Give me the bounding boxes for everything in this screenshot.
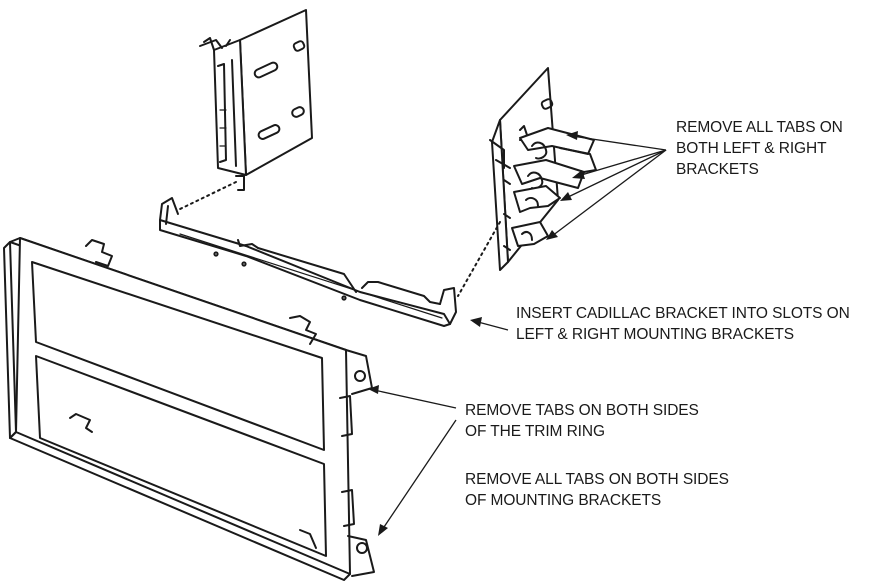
callout-remove-tabs-trim-ring: REMOVE TABS ON BOTH SIDES OF THE TRIM RI… [465,400,699,442]
callout-line: OF MOUNTING BRACKETS [465,492,662,509]
right-mounting-bracket [489,67,597,271]
pointer-arrows [368,131,667,536]
alignment-guides [177,181,501,297]
callout-line: OF THE TRIM RING [465,423,605,440]
callout-line: INSERT CADILLAC BRACKET INTO SLOTS ON [516,305,850,322]
left-mounting-bracket [199,9,313,191]
callout-line: LEFT & RIGHT MOUNTING BRACKETS [516,326,795,343]
callout-line: REMOVE TABS ON BOTH SIDES [465,402,699,419]
cadillac-bracket [159,197,457,327]
trim-ring [3,237,375,581]
callout-remove-all-tabs-mounting: REMOVE ALL TABS ON BOTH SIDES OF MOUNTIN… [465,469,729,511]
callout-line: BRACKETS [676,161,759,178]
callout-remove-all-tabs-brackets: REMOVE ALL TABS ON BOTH LEFT & RIGHT BRA… [676,117,843,180]
callout-line: REMOVE ALL TABS ON [676,119,843,136]
callout-insert-cadillac-bracket: INSERT CADILLAC BRACKET INTO SLOTS ON LE… [516,303,850,345]
callout-line: REMOVE ALL TABS ON BOTH SIDES [465,471,729,488]
callout-line: BOTH LEFT & RIGHT [676,140,827,157]
